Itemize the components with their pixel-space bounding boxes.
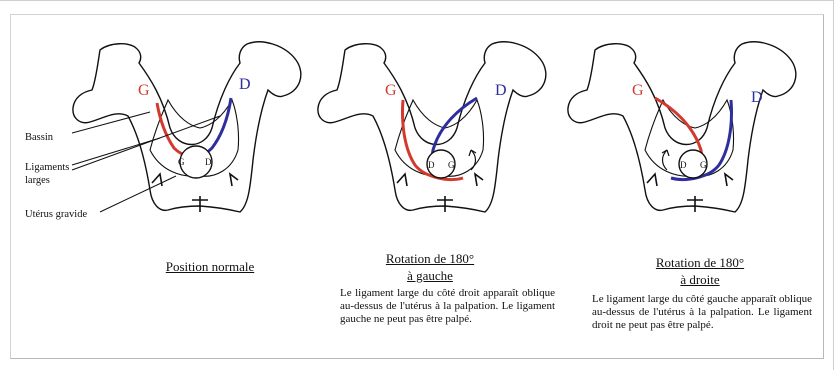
rotation-arrow (663, 150, 668, 170)
sacrum-mark (437, 196, 453, 212)
label-uterus-gravide: Utérus gravide (25, 209, 87, 220)
description-rotation-left: Le ligament large du côté droit apparaît… (340, 287, 555, 326)
pelvis-outline (318, 42, 546, 212)
pelvis-outline (73, 42, 301, 212)
uterus-label-d: D (680, 160, 687, 170)
uterus-label-d: D (205, 157, 212, 167)
uterus-label-d: D (428, 160, 435, 170)
pelvis-outline (568, 42, 796, 212)
caption-subtitle: à droite (630, 271, 770, 288)
caption-title: Position normale (130, 258, 290, 275)
label-ligaments: Ligaments (25, 162, 69, 173)
description-rotation-right: Le ligament large du côté gauche apparaî… (592, 293, 812, 332)
caption-title: Rotation de 180° (360, 250, 500, 267)
rotation-arrow (471, 150, 476, 170)
label-larges: larges (25, 175, 50, 186)
uterus-label-g: G (448, 160, 455, 170)
side-label-g: G (632, 82, 644, 99)
side-label-g: G (138, 82, 150, 99)
arrow-uterus (100, 176, 176, 212)
sacrum-mark (192, 196, 208, 212)
uterus-label-g: G (700, 160, 707, 170)
caption-normal-position: Position normale (130, 258, 290, 275)
label-bassin: Bassin (25, 132, 54, 143)
diagram-rotation-right: D G G D (568, 42, 796, 212)
caption-rotation-left: Rotation de 180° à gauche (360, 250, 500, 284)
side-label-d: D (239, 76, 251, 93)
caption-subtitle: à gauche (360, 267, 500, 284)
arrow-ligament-left (72, 138, 160, 165)
side-label-d: D (751, 89, 763, 106)
side-label-d: D (495, 82, 507, 99)
uterus-label-g: G (178, 157, 185, 167)
diagram-rotation-left: D G G D (318, 42, 546, 212)
sacrum-mark (687, 196, 703, 212)
side-label-g: G (385, 82, 397, 99)
caption-title: Rotation de 180° (630, 254, 770, 271)
caption-rotation-right: Rotation de 180° à droite (630, 254, 770, 288)
diagram-normal-position: G D G D Bassin Ligaments larges Utérus g… (25, 42, 301, 220)
